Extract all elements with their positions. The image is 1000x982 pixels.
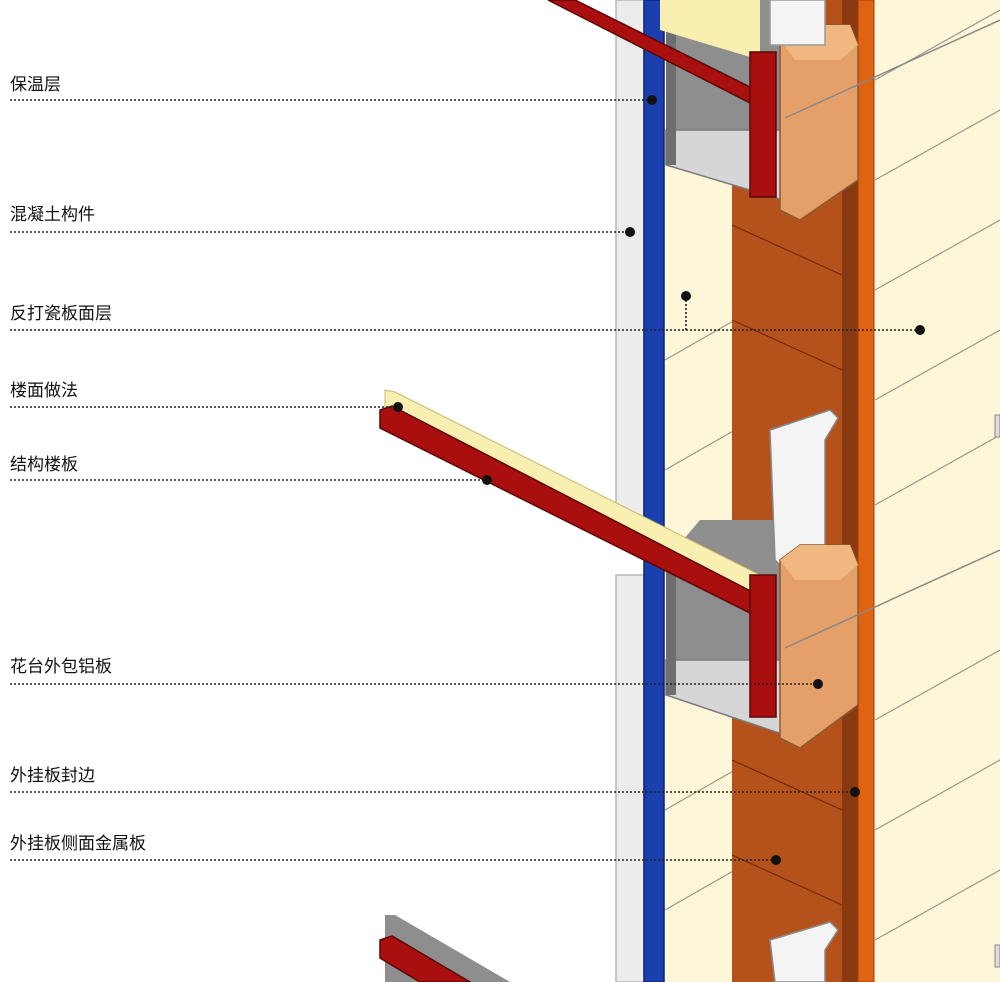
leader-dots — [393, 95, 925, 865]
label-concrete-member: 混凝土构件 — [10, 205, 95, 225]
leader-lines — [10, 99, 920, 861]
floor-slab-middle — [379, 389, 777, 718]
planter-lower — [379, 915, 839, 982]
label-insulation: 保温层 — [10, 75, 61, 95]
concrete-member — [615, 0, 645, 982]
panel-joint-strip — [842, 0, 858, 982]
panel-edge-trim — [857, 0, 875, 982]
label-panel-side-metal: 外挂板侧面金属板 — [10, 834, 146, 854]
label-panel-edge: 外挂板封边 — [10, 766, 95, 786]
label-planter-cladding: 花台外包铝板 — [10, 657, 112, 677]
planter-upper — [547, 0, 1000, 221]
label-reverse-tile-facing: 反打瓷板面层 — [10, 304, 112, 324]
label-floor-finish: 楼面做法 — [10, 381, 78, 401]
label-structural-slab: 结构楼板 — [10, 455, 78, 475]
insulation-layer — [643, 0, 665, 982]
